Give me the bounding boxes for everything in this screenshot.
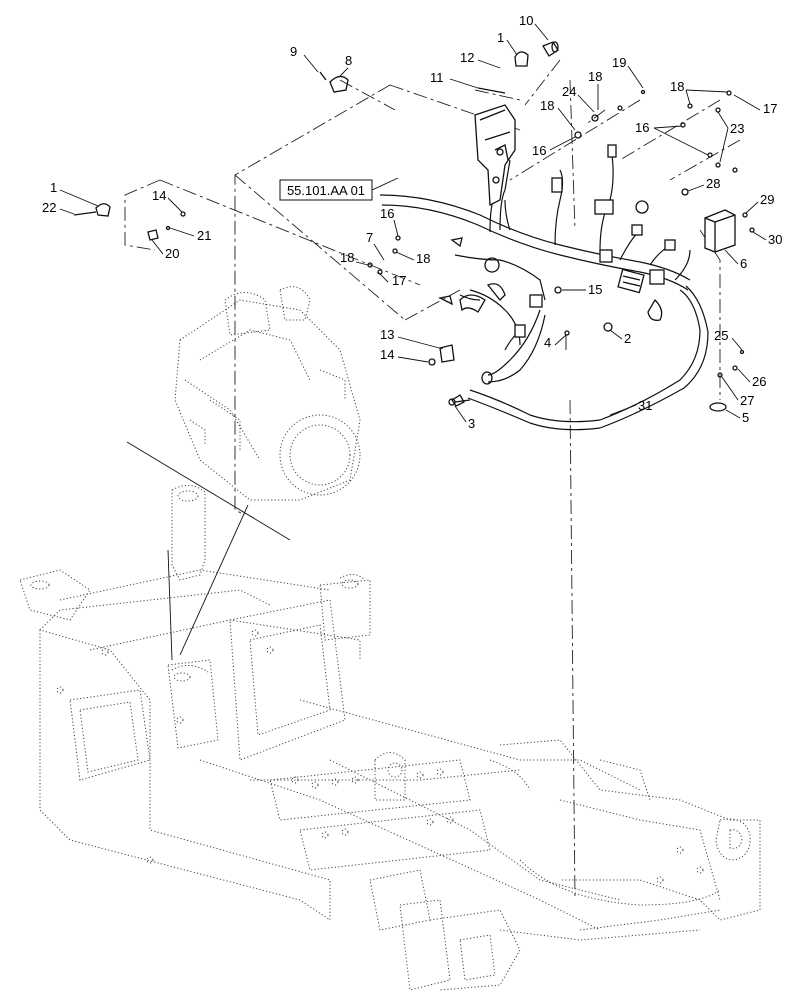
callout-17-a: 17	[763, 101, 777, 116]
callout-25: 25	[714, 328, 728, 343]
callout-18-d: 18	[340, 250, 354, 265]
callout-1-left: 1	[50, 180, 57, 195]
callout-29: 29	[760, 192, 774, 207]
callout-6: 6	[740, 256, 747, 271]
callout-23: 23	[730, 121, 744, 136]
callout-16-c: 16	[380, 206, 394, 221]
callout-16-a: 16	[532, 143, 546, 158]
callout-5: 5	[742, 410, 749, 425]
mounting-bracket	[474, 104, 516, 207]
engine-callout-line	[126, 441, 291, 541]
clamp-parts-left	[73, 203, 186, 241]
callout-27: 27	[740, 393, 754, 408]
callout-17-b: 17	[392, 273, 406, 288]
callout-1-top: 1	[497, 30, 504, 45]
harness-connectors	[438, 144, 676, 338]
callout-22: 22	[42, 200, 56, 215]
callout-14-mid: 14	[380, 347, 394, 362]
callout-21: 21	[197, 228, 211, 243]
callout-13: 13	[380, 327, 394, 342]
callout-26: 26	[752, 374, 766, 389]
callout-9: 9	[290, 44, 297, 59]
relay-box	[704, 209, 736, 253]
clamp-parts-top	[319, 41, 559, 94]
callout-18-a: 18	[588, 69, 602, 84]
callout-12: 12	[460, 50, 474, 65]
callout-18-c: 18	[670, 79, 684, 94]
assembly-centerlines	[124, 59, 741, 901]
callout-10: 10	[519, 13, 533, 28]
callout-16-b: 16	[635, 120, 649, 135]
pillar-callout-line-b	[179, 504, 249, 656]
callout-3: 3	[468, 416, 475, 431]
callout-20: 20	[165, 246, 179, 261]
callout-31: 31	[638, 398, 652, 413]
callout-11: 11	[430, 70, 444, 85]
callout-24: 24	[562, 84, 576, 99]
callout-4: 4	[544, 335, 551, 350]
callout-14-left: 14	[152, 188, 166, 203]
callout-28: 28	[706, 176, 720, 191]
pillar-callout-line-a	[167, 549, 173, 661]
reference-box-text: 55.101.AA 01	[287, 183, 365, 198]
callout-2: 2	[624, 331, 631, 346]
callout-15: 15	[588, 282, 602, 297]
clip-parts	[428, 344, 465, 407]
callout-18-e: 18	[416, 251, 430, 266]
callout-7: 7	[366, 230, 373, 245]
engine-phantom	[174, 286, 361, 501]
callout-30: 30	[768, 232, 782, 247]
reference-box-group: 55.101.AA 01	[279, 177, 399, 201]
callout-labels: 1 22 14 21 20 9 8 12 11 10 1 19 18 24 18…	[42, 13, 782, 431]
callout-19: 19	[612, 55, 626, 70]
callout-18-b: 18	[540, 98, 554, 113]
chassis-frame	[19, 485, 761, 991]
wiring-harness	[379, 154, 709, 431]
chassis-studs	[56, 629, 704, 884]
callout-8: 8	[345, 53, 352, 68]
